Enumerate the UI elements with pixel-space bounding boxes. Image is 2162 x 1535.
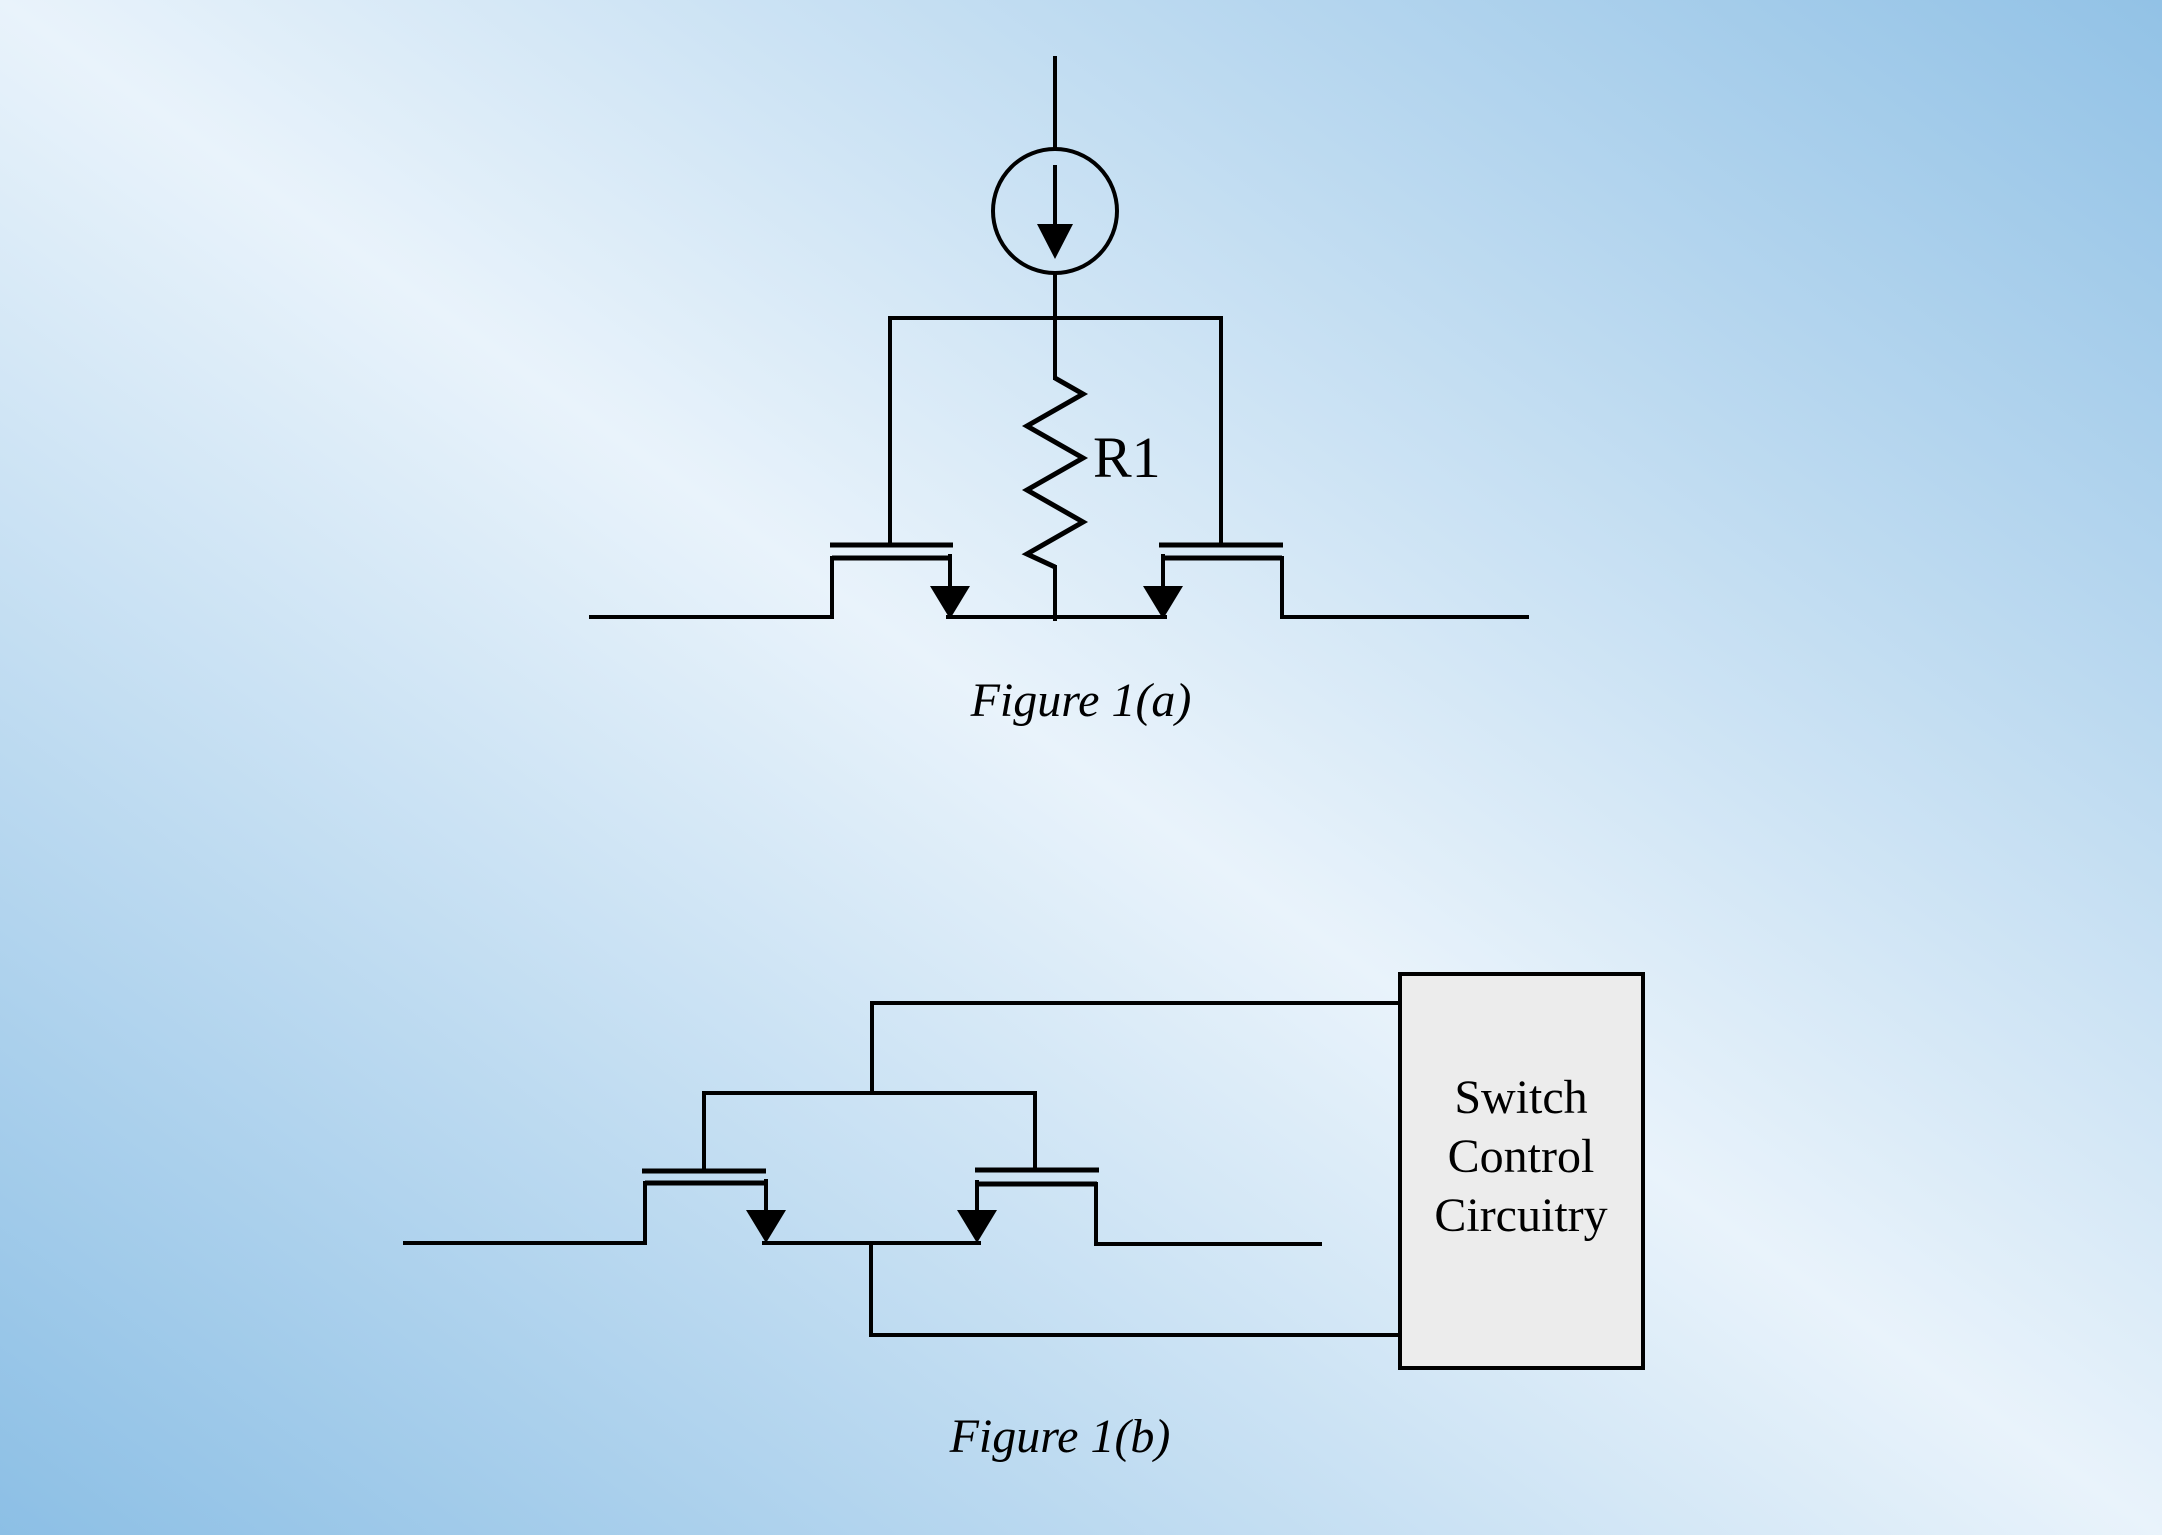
drain-arrow [930, 586, 970, 619]
drain-arrow [1143, 586, 1183, 619]
resistor-zigzag [1021, 375, 1089, 570]
transistor-a-left-icon [589, 542, 970, 619]
transistor-b-right-icon [957, 1091, 1322, 1246]
drain-arrow [746, 1210, 786, 1243]
drain-arrow [957, 1210, 997, 1243]
source-lead-wire [1280, 556, 1529, 619]
top-rail [888, 316, 1223, 547]
switch-box-rect [1398, 972, 1645, 1370]
source-lead-wire [589, 556, 834, 619]
switch-control-box: Switch Control Circuitry [1398, 972, 1645, 1370]
resistor-r1: R1 [1021, 375, 1161, 621]
figure-b-caption: Figure 1(b) [949, 1410, 1171, 1463]
resistor-label: R1 [1093, 425, 1161, 490]
switch-box-line-3: Circuitry [1434, 1189, 1607, 1242]
figure-a: R1 Figure 1(a) [589, 56, 1529, 727]
switch-box-line-2: Control [1448, 1130, 1595, 1183]
source-lead-wire [403, 1181, 647, 1245]
current-source-arrow-head [1037, 224, 1073, 259]
output-lead-wire [1094, 1182, 1322, 1246]
transistor-b-left-icon [403, 1091, 786, 1245]
figure-b: Switch Control Circuitry Figure 1(b) [403, 972, 1645, 1463]
control-wiring [702, 1001, 1404, 1337]
current-source-icon [991, 56, 1119, 380]
transistor-a-right-icon [1143, 542, 1529, 619]
switch-box-line-1: Switch [1454, 1071, 1587, 1124]
figure-a-caption: Figure 1(a) [970, 674, 1192, 727]
